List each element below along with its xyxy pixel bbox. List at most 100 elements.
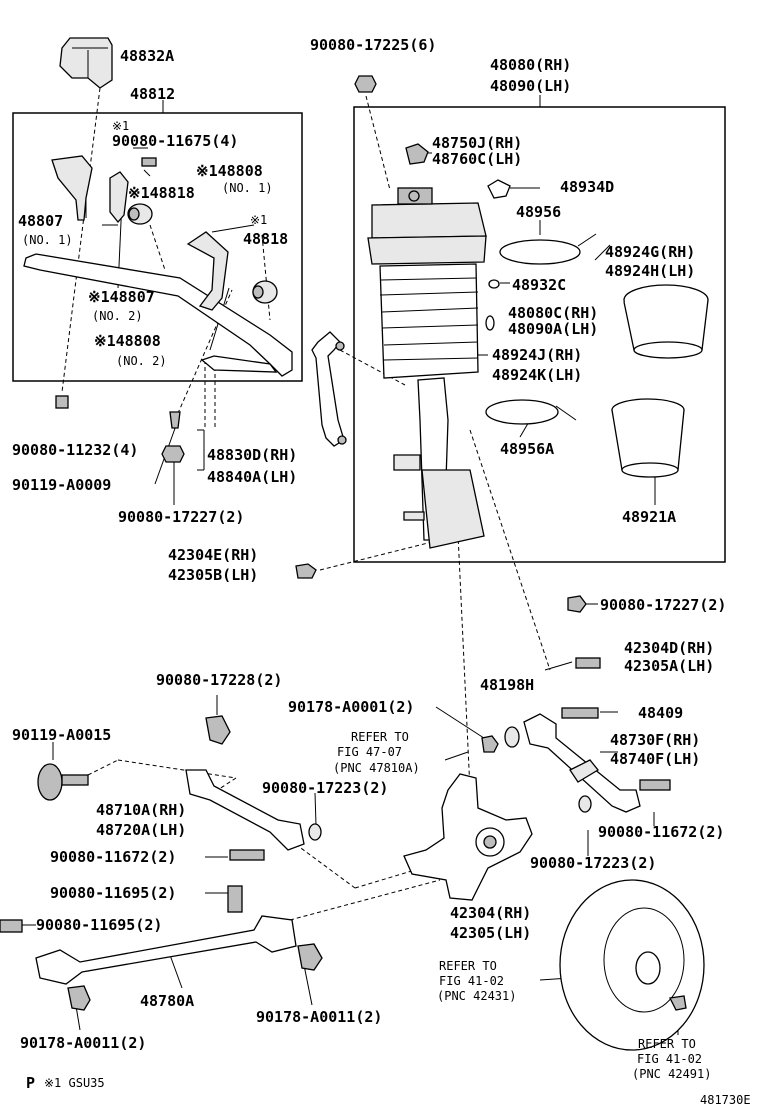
label-48956: 48956 bbox=[516, 203, 561, 221]
footer-note: ※1 GSU35 bbox=[44, 1076, 105, 1090]
part-90080-11232-bolt bbox=[55, 395, 69, 409]
label-48956a: 48956A bbox=[500, 440, 554, 458]
label-48409: 48409 bbox=[638, 704, 683, 722]
label-90080-11672-a: 90080-11672(2) bbox=[50, 848, 176, 866]
part-48818-bushing-b bbox=[252, 280, 278, 304]
part-48807-no2-bracket bbox=[109, 171, 129, 224]
label-90178-a0011-a: 90178-A0011(2) bbox=[256, 1008, 382, 1026]
part-90080-11675-bolt bbox=[141, 157, 157, 177]
part-48830d-stabilizer-link bbox=[311, 331, 347, 447]
label-refer-4707-a: REFER TO bbox=[351, 730, 409, 744]
label-48090a: 48090A(LH) bbox=[508, 320, 598, 338]
label-42305: 42305(LH) bbox=[450, 924, 531, 942]
part-48750j-nut bbox=[405, 143, 429, 165]
label-48760c: 48760C(LH) bbox=[432, 150, 522, 168]
label-90080-17227-a: 90080-17227(2) bbox=[118, 508, 244, 526]
label-48924g: 48924G(RH) bbox=[605, 243, 695, 261]
part-90080-11695-bolt-a bbox=[227, 885, 243, 913]
part-48934d-clip bbox=[487, 179, 511, 199]
part-90080-17227-nut-a bbox=[161, 445, 185, 463]
label-48750j: 48750J(RH) bbox=[432, 134, 522, 152]
part-48780a-rod bbox=[35, 915, 297, 985]
label-48090-lh: 48090(LH) bbox=[490, 77, 571, 95]
part-48807-no1-bracket bbox=[51, 155, 93, 221]
label-refer-4707-c: (PNC 47810A) bbox=[333, 761, 420, 775]
part-90178-a0001-nut bbox=[481, 735, 499, 753]
part-labels: 48832A 48812 90080-17225(6) 48080(RH) 48… bbox=[12, 36, 726, 1081]
label-refer-4102-b2: FIG 41-02 bbox=[637, 1052, 702, 1066]
part-48924g-boot-upper bbox=[623, 284, 709, 359]
label-48808-no1: ※148808 bbox=[196, 162, 263, 180]
label-48924k: 48924K(LH) bbox=[492, 366, 582, 384]
label-48832a: 48832A bbox=[120, 47, 174, 65]
label-90080-17228: 90080-17228(2) bbox=[156, 671, 282, 689]
label-90080-17225: 90080-17225(6) bbox=[310, 36, 436, 54]
part-48080-shock-absorber bbox=[367, 187, 487, 549]
label-90119-a0015: 90119-A0015 bbox=[12, 726, 111, 744]
label-90080-11695-a: 90080-11695(2) bbox=[50, 884, 176, 902]
label-90080-17223-b: 90080-17223(2) bbox=[530, 854, 656, 872]
label-90080-11672-b: 90080-11672(2) bbox=[598, 823, 724, 841]
part-48710a-arm bbox=[185, 769, 305, 851]
label-48080-rh: 48080(RH) bbox=[490, 56, 571, 74]
part-48730f-upper-arm bbox=[523, 713, 641, 813]
part-disc-brake-rotor bbox=[559, 879, 705, 1051]
part-48956-clamp bbox=[499, 233, 597, 265]
label-48808-no2: ※148808 bbox=[94, 332, 161, 350]
label-90119-a0009: 90119-A0009 bbox=[12, 476, 111, 494]
part-90080-11672-bolt-b bbox=[639, 779, 671, 791]
label-48818-a: ※148818 bbox=[128, 184, 195, 202]
label-refer-4102-a1: REFER TO bbox=[439, 959, 497, 973]
label-48924j: 48924J(RH) bbox=[492, 346, 582, 364]
part-90080-11695-bolt-b bbox=[0, 919, 23, 933]
part-48808-no1-clamp bbox=[186, 231, 229, 311]
footer: P ※1 GSU35 481730E bbox=[26, 1074, 751, 1107]
part-48921a-boot-lower bbox=[611, 398, 685, 478]
label-48730f: 48730F(RH) bbox=[610, 731, 700, 749]
label-42305b: 42305B(LH) bbox=[168, 566, 258, 584]
part-48198h-cam bbox=[504, 726, 520, 748]
part-hub-bolt bbox=[669, 995, 687, 1011]
label-48818-b: 48818 bbox=[243, 230, 288, 248]
label-42305a: 42305A(LH) bbox=[624, 657, 714, 675]
label-90080-11695-b: 90080-11695(2) bbox=[36, 916, 162, 934]
label-42304e: 42304E(RH) bbox=[168, 546, 258, 564]
label-48740f: 48740F(LH) bbox=[610, 750, 700, 768]
footer-p: P bbox=[26, 1074, 35, 1092]
part-48080c-ring bbox=[485, 315, 495, 331]
label-90178-a0011-b: 90178-A0011(2) bbox=[20, 1034, 146, 1052]
label-refer-4707-b: FIG 47-07 bbox=[337, 745, 402, 759]
part-90080-17225-nut bbox=[354, 75, 377, 93]
label-48807-no2: ※148807 bbox=[88, 288, 155, 306]
label-48932c: 48932C bbox=[512, 276, 566, 294]
part-48832a-bracket bbox=[59, 37, 113, 89]
part-42304-carrier bbox=[403, 773, 533, 901]
part-48932c-ring bbox=[488, 279, 500, 289]
label-refer-4102-a3: (PNC 42431) bbox=[437, 989, 516, 1003]
part-90080-11672-bolt-a bbox=[229, 849, 265, 861]
footer-code: 481730E bbox=[700, 1093, 751, 1107]
label-90080-11675: 90080-11675(4) bbox=[112, 132, 238, 150]
part-48818-bushing-a bbox=[127, 203, 153, 225]
label-48934d: 48934D bbox=[560, 178, 614, 196]
label-48924h: 48924H(LH) bbox=[605, 262, 695, 280]
part-90178-a0011-nut-b bbox=[67, 985, 91, 1011]
label-48780a: 48780A bbox=[140, 992, 194, 1010]
part-90080-17228-nut bbox=[205, 715, 231, 745]
label-42304d: 42304D(RH) bbox=[624, 639, 714, 657]
part-90119-a0009-bolt bbox=[169, 411, 181, 429]
stabilizer-group-frame bbox=[12, 112, 303, 382]
label-no2-b: (NO. 2) bbox=[116, 354, 167, 368]
label-no2-a: (NO. 2) bbox=[92, 309, 143, 323]
label-refer-4102-b1: REFER TO bbox=[638, 1037, 696, 1051]
label-48710a: 48710A(RH) bbox=[96, 801, 186, 819]
part-48956a-clamp bbox=[485, 399, 577, 425]
label-refer-4102-a2: FIG 41-02 bbox=[439, 974, 504, 988]
label-no1-b: (NO. 1) bbox=[22, 233, 73, 247]
label-48812: 48812 bbox=[130, 85, 175, 103]
label-48198h: 48198H bbox=[480, 676, 534, 694]
part-42304d-bolt bbox=[575, 657, 601, 669]
label-48921a: 48921A bbox=[622, 508, 676, 526]
label-90178-a0001: 90178-A0001(2) bbox=[288, 698, 414, 716]
